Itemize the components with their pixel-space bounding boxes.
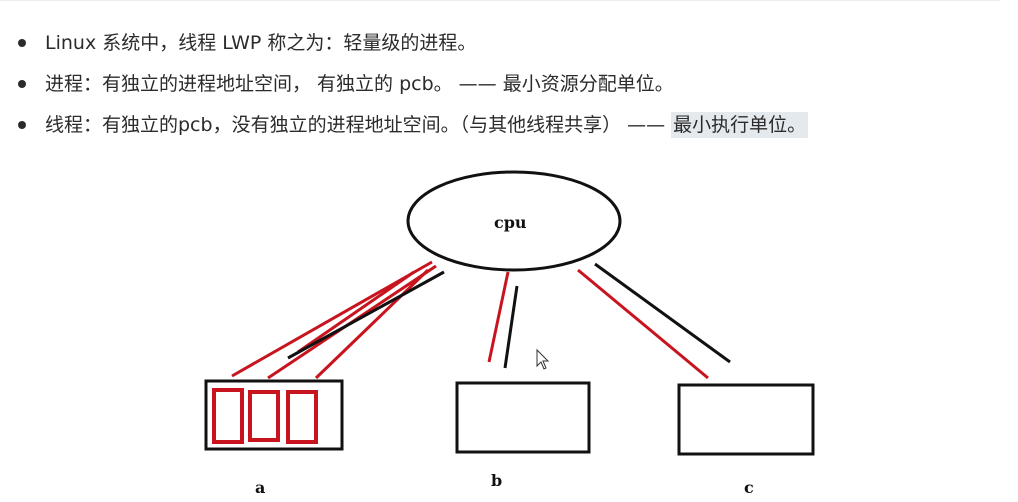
- cpu-label: cpu: [494, 213, 527, 232]
- black-line-b: [503, 285, 519, 369]
- bullet-dot-icon: [18, 80, 26, 88]
- mouse-cursor-icon: [536, 348, 550, 370]
- red-line-b: [487, 271, 510, 363]
- red-line-c: [577, 268, 709, 380]
- bullet-text: Linux 系统中，线程 LWP 称之为：轻量级的进程。: [45, 32, 477, 54]
- thread-process-diagram: cpu a b c: [204, 170, 815, 497]
- red-line-a-3: [314, 268, 430, 380]
- highlighted-text[interactable]: 最小执行单位。: [671, 112, 809, 138]
- process-b-label: b: [491, 471, 502, 490]
- bullet-text: 线程：有独立的pcb，没有独立的进程地址空间。（与其他线程共享） —— 最小执行…: [45, 108, 809, 142]
- thread-box-a-2: [248, 390, 280, 442]
- thread-box-a-3: [286, 390, 318, 444]
- red-line-a-4: [297, 270, 415, 354]
- cpu-ellipse: [406, 170, 622, 272]
- top-divider: [0, 0, 1000, 1]
- bullet-text: 进程：有独立的进程地址空间， 有独立的 pcb。 —— 最小资源分配单位。: [45, 73, 674, 95]
- bullet-dot-icon: [18, 121, 26, 129]
- process-c-box: [677, 383, 815, 456]
- black-line-a: [287, 270, 445, 360]
- black-line-c: [594, 262, 731, 364]
- bullet-dot-icon: [18, 39, 26, 47]
- process-b-box: [455, 381, 591, 454]
- process-c-label: c: [744, 478, 754, 497]
- thread-box-a-1: [212, 388, 244, 444]
- bullet-text-main: 线程：有独立的pcb，没有独立的进程地址空间。（与其他线程共享） ——: [45, 114, 672, 136]
- process-a-label: a: [255, 478, 265, 497]
